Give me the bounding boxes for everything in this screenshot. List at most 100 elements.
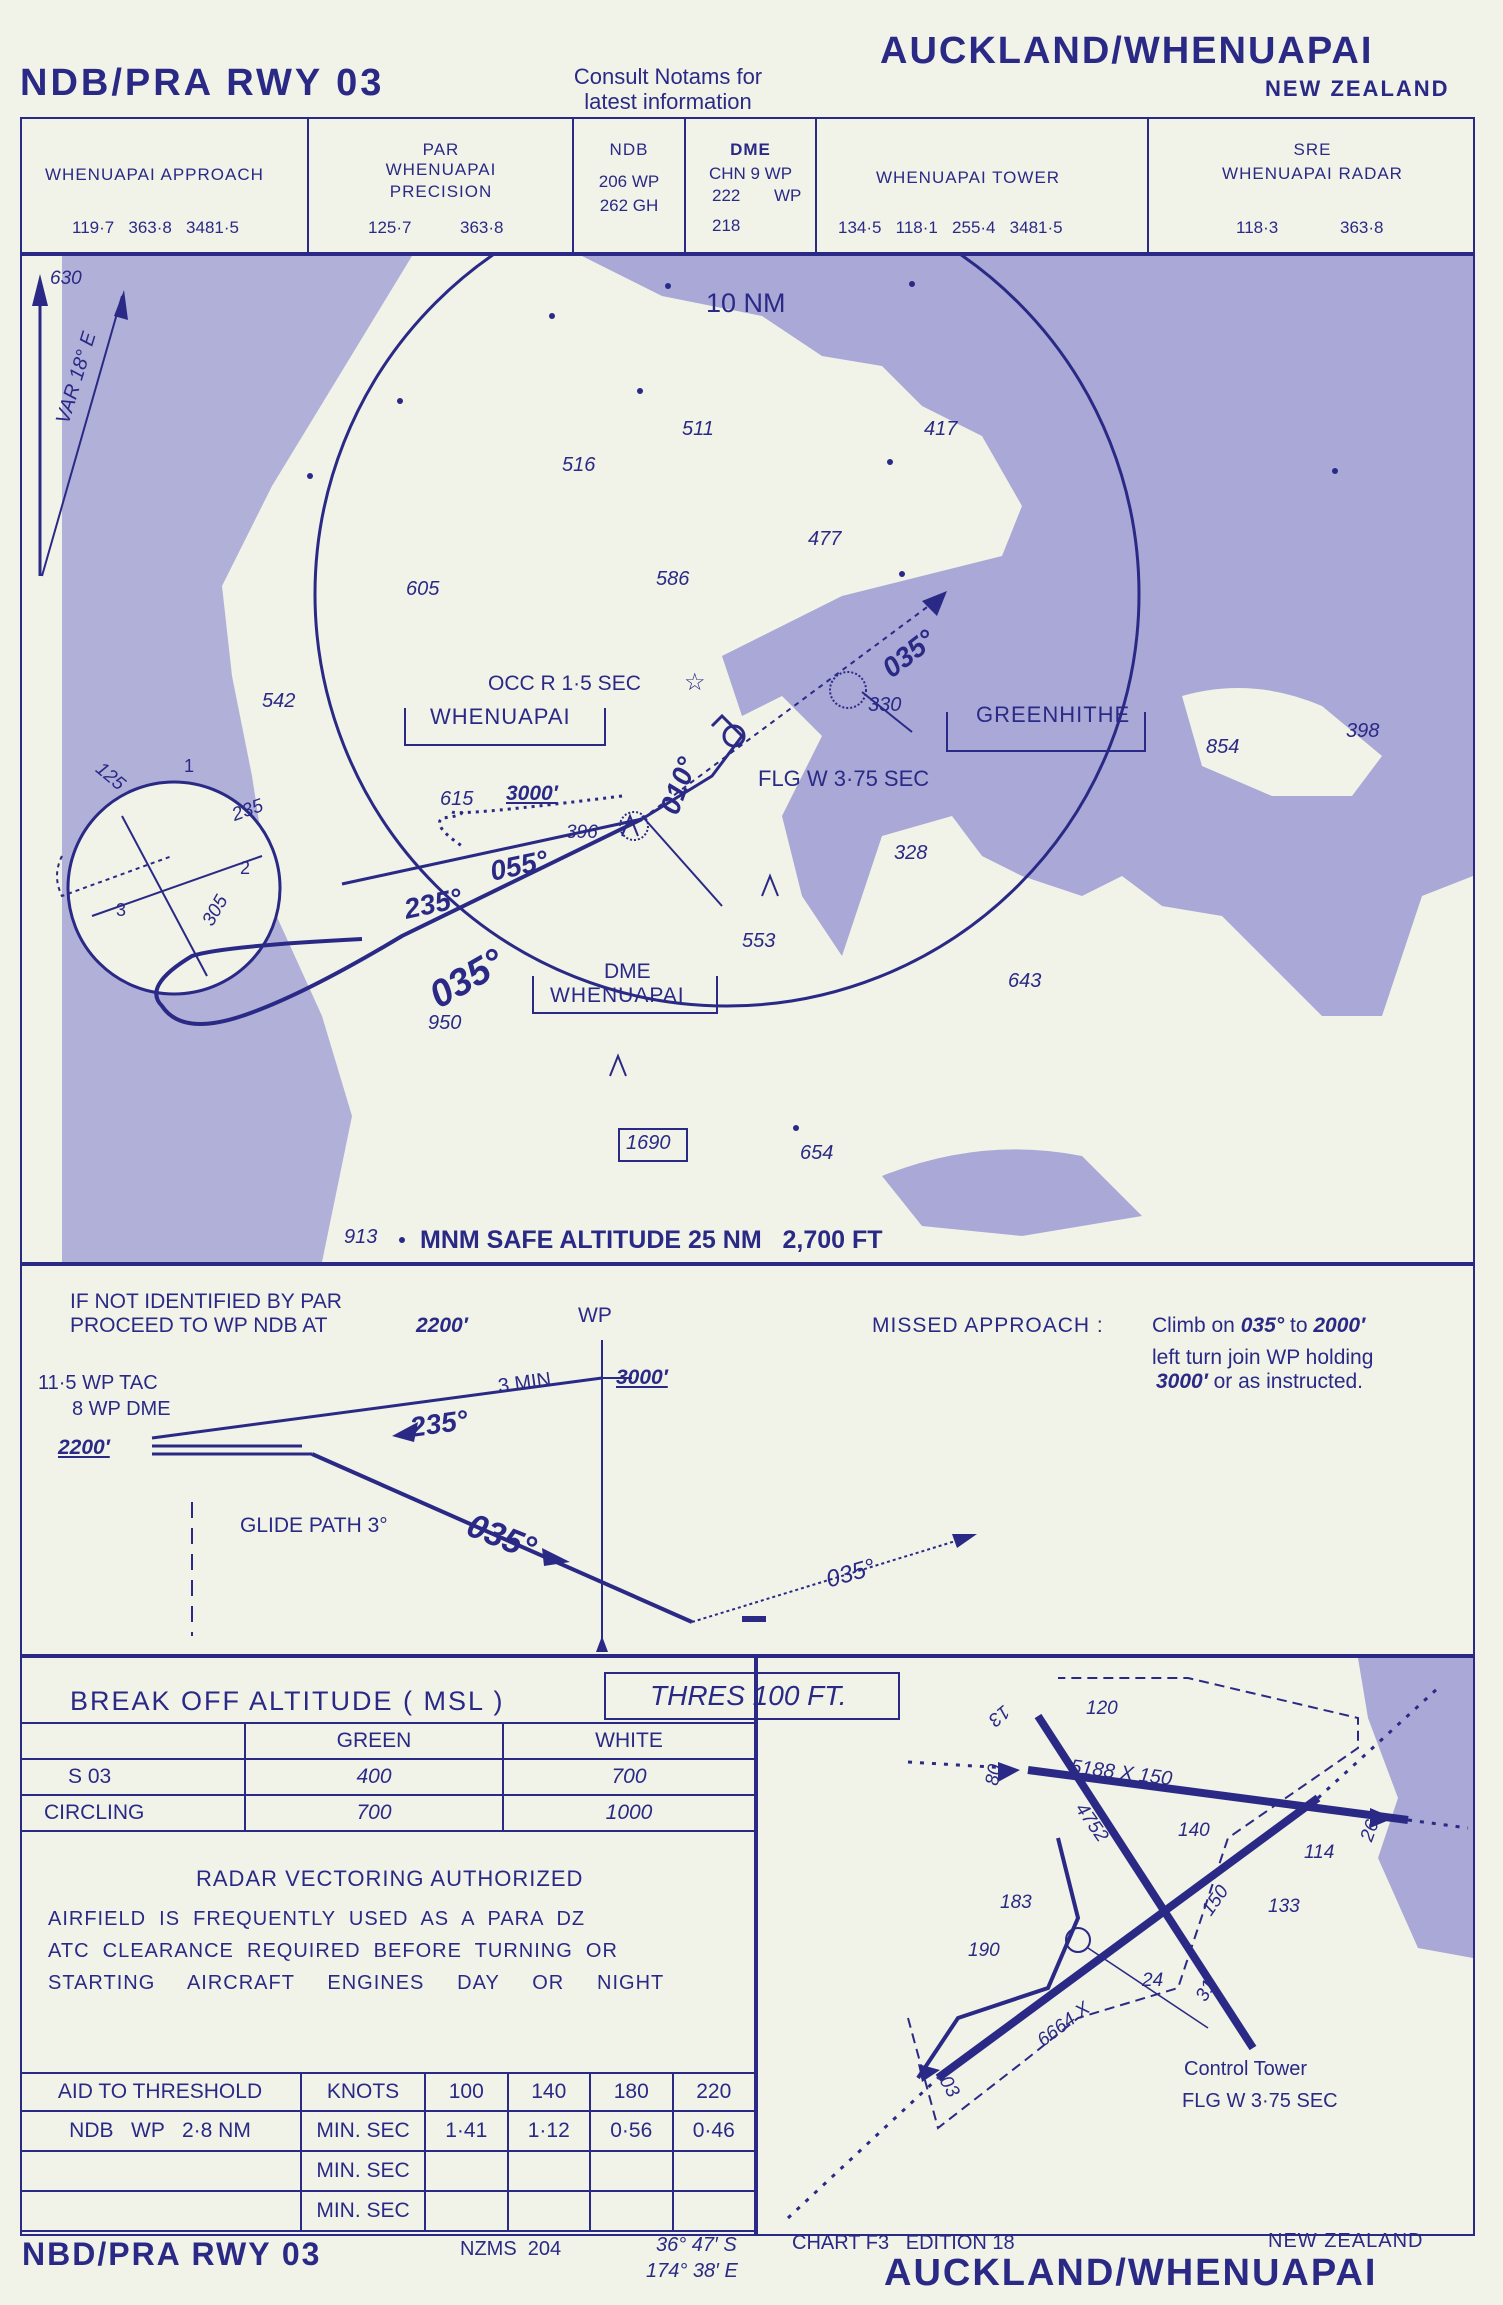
timing-180: 0·56 — [589, 2110, 674, 2152]
s03-white: 700 — [502, 1758, 756, 1796]
elevation-542: 542 — [262, 690, 296, 712]
elevation-398: 398 — [1346, 720, 1380, 742]
missed-climb — [691, 1535, 973, 1623]
missed-climb-text: Climb on — [1152, 1314, 1235, 1337]
timing-cell — [506, 2190, 591, 2232]
comm-divider — [307, 117, 309, 254]
elevation-477: 477 — [808, 528, 842, 550]
timing-aid-empty — [20, 2150, 302, 2192]
comm-divider — [684, 117, 686, 254]
mag-north-arrow — [41, 295, 123, 577]
elevation-516: 516 — [562, 454, 596, 476]
elevation-643: 643 — [1008, 970, 1042, 992]
glide-path-label: GLIDE PATH 3° — [240, 1514, 388, 1537]
dme-label-box — [532, 976, 718, 1014]
holding-inbound — [91, 855, 263, 917]
helipad-symbol — [1065, 1927, 1091, 1953]
procedure-title: NDB/PRA RWY 03 — [20, 62, 385, 104]
aerodrome-land — [1358, 1658, 1473, 1958]
obstacle-396 — [621, 813, 639, 837]
missed-approach-label: MISSED APPROACH : — [872, 1314, 1104, 1337]
sre-name: WHENUAPAI RADAR — [1222, 164, 1403, 183]
missed-course: 035° — [1240, 1314, 1285, 1337]
profile-note-line2: PROCEED TO WP NDB AT — [70, 1314, 328, 1337]
missed-altitude: 2000′ — [1313, 1314, 1366, 1337]
footer-lon: 174° 38′ E — [646, 2260, 738, 2282]
timing-100: 1·41 — [424, 2110, 509, 2152]
plan-view-frame — [20, 254, 1475, 1264]
thres-box — [604, 1672, 900, 1720]
timing-aid-ndb: NDB WP 2·8 NM — [20, 2110, 302, 2152]
rwy-80: 80 — [981, 1762, 1007, 1788]
minima-corner — [20, 1722, 246, 1760]
approach-lights-26 — [1407, 1818, 1469, 1830]
timing-140: 1·12 — [506, 2110, 591, 2152]
elevation-511: 511 — [682, 418, 714, 440]
obstacle-1690-label: 1690 — [626, 1132, 671, 1154]
timing-aid-empty — [20, 2190, 302, 2232]
spot-elevation-dots — [307, 281, 1338, 1243]
timing-table: AID TO THRESHOLD KNOTS 100 140 180 220 N… — [20, 2072, 756, 2232]
obstacle-1690 — [609, 1053, 627, 1077]
timing-cell — [671, 2150, 756, 2192]
elevation-950: 950 — [428, 1012, 462, 1034]
aero-light-label: OCC R 1·5 SEC — [488, 672, 641, 695]
approach-freqs: 119·7 363·8 3481·5 — [72, 218, 239, 237]
sre-freq1: 118·3 — [1236, 218, 1279, 237]
dme-plan-label: DME — [604, 960, 651, 983]
flg-light-label: FLG W 3·75 SEC — [758, 766, 930, 791]
elevation-615: 615 — [440, 788, 474, 810]
holding-quadrant-1: 1 — [184, 756, 195, 776]
aero-elev-183: 183 — [1000, 1892, 1032, 1913]
dme-whenuapai-symbol — [619, 811, 649, 841]
tower-name: WHENUAPAI TOWER — [876, 168, 1061, 187]
elevation-417: 417 — [924, 418, 958, 440]
dotted-holding-entry — [438, 794, 623, 848]
par-line3: PRECISION — [389, 182, 493, 201]
holding-axis — [121, 815, 208, 977]
notams-text: Consult Notams for latest information — [573, 64, 763, 114]
runway-13-31 — [1034, 1713, 1257, 2051]
wp-marker — [596, 1636, 608, 1652]
approach-lights-21 — [1316, 1686, 1440, 1800]
circling-green: 700 — [244, 1794, 504, 1832]
footer-nzms: NZMS 204 — [460, 2238, 562, 2260]
runway-arrow — [918, 2064, 940, 2082]
runway-arrow — [998, 1762, 1020, 1782]
obstacle-553 — [761, 873, 779, 897]
col-green: GREEN — [244, 1722, 504, 1760]
greenhithe-ndb-symbol — [829, 671, 867, 709]
tower-freqs: 134·5 118·1 255·4 3481·5 — [838, 218, 1063, 237]
ndb-line1: 206 WP — [598, 172, 660, 191]
row-label-circling: CIRCLING — [20, 1794, 246, 1832]
runway-arrow — [1370, 1808, 1394, 1828]
glide-path — [311, 1452, 693, 1624]
aero-elev-140: 140 — [1178, 1820, 1210, 1841]
inbound-track-055 — [341, 817, 643, 886]
inbound-arrow — [392, 1422, 418, 1442]
missed-to: to — [1290, 1314, 1308, 1337]
control-tower-leader — [1087, 1947, 1209, 2029]
ten-nm-ring — [313, 256, 1141, 1008]
comm-box — [20, 117, 1475, 254]
profile-frame — [20, 1264, 1475, 1656]
thres-label: THRES 100 FT. — [650, 1680, 847, 1711]
dme-line2b: WP — [774, 186, 802, 205]
ndb-title: NDB — [609, 140, 649, 159]
missed-climb-head — [952, 1534, 977, 1548]
airport-title: AUCKLAND/WHENUAPAI — [880, 30, 1374, 72]
msa-elevation: 913 — [344, 1226, 378, 1248]
missed-approach-track — [641, 595, 943, 820]
timing-220: 0·46 — [671, 2110, 756, 2152]
aerodrome-diagram — [786, 1658, 1473, 2220]
ndb-line2: 262 GH — [599, 196, 659, 215]
note-line1: AIRFIELD IS FREQUENTLY USED AS A PARA DZ — [48, 1908, 586, 1930]
elevation-330: 330 — [868, 694, 902, 716]
north-elevation: 630 — [50, 268, 82, 289]
dme-title: DME — [730, 140, 771, 159]
timing-unit: MIN. SEC — [300, 2110, 426, 2152]
missed-hold-alt: 3000′ — [1156, 1370, 1208, 1393]
approach-lights-03 — [786, 2076, 940, 2220]
par-freq2: 363·8 — [460, 218, 504, 237]
aerodrome-frame — [756, 1656, 1475, 2236]
